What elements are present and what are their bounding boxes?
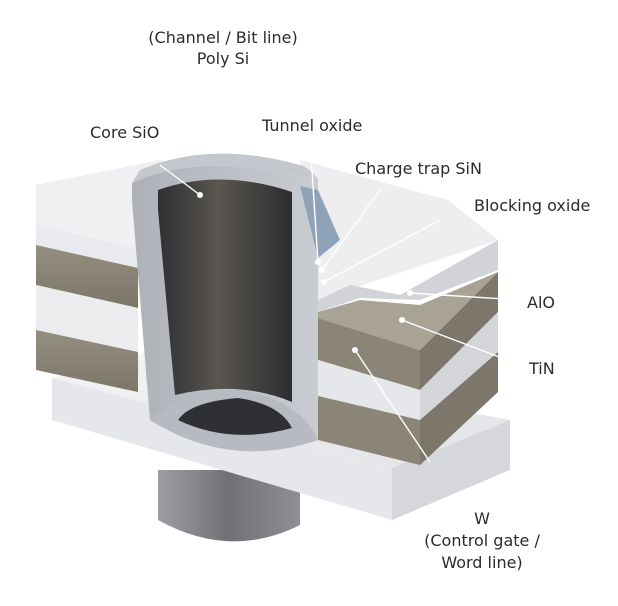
stack-left-white2 [36, 285, 138, 352]
stack-left-gate2 [36, 330, 138, 392]
stack-right-top [300, 160, 498, 300]
pillar-dark-core [158, 179, 292, 402]
leader-w [354, 349, 431, 463]
stack-right-gate1-front [318, 318, 420, 390]
label-charge-trap-sin: Charge trap SiN [355, 159, 482, 178]
leader-lines [159, 139, 521, 463]
base-slab-right [392, 420, 510, 520]
stack-right-white-front [318, 360, 420, 420]
label-alo: AlO [527, 293, 555, 312]
stack-right-gate2-front [318, 396, 420, 465]
label-channel-line2: Poly Si [196, 49, 250, 68]
leader-blocking [323, 219, 441, 283]
pillar-base-hole [178, 398, 292, 435]
pillar-liner [300, 186, 340, 258]
leader-dots [197, 192, 413, 353]
leader-alo [409, 292, 521, 301]
bottom-pillar [158, 470, 300, 542]
label-core-sio: Core SiO [90, 123, 160, 142]
label-tunnel-oxide: Tunnel oxide [262, 116, 363, 135]
label-tin: TiN [529, 359, 555, 378]
leader-charge-trap [321, 189, 381, 271]
label-blocking-oxide: Blocking oxide [474, 196, 591, 215]
leader-tin [401, 319, 521, 366]
base-slab-left [52, 378, 392, 520]
stack-right-gate2-side [420, 352, 498, 465]
label-w-line2: (Control gate / [424, 531, 540, 550]
stack-right-gate1-side [420, 272, 498, 390]
stack-right-white-side [420, 312, 498, 420]
leader-core [159, 164, 201, 196]
stack-left-white1 [36, 225, 138, 268]
label-w-line3: Word line) [441, 553, 523, 572]
stack-left-gate1 [36, 245, 138, 308]
label-channel-line1: (Channel / Bit line) [148, 28, 298, 47]
leader-tunnel [309, 139, 319, 263]
stack-right-tin-top [318, 272, 498, 350]
label-w-line1: W [474, 509, 490, 528]
stack-right-alo [318, 240, 498, 312]
pillar-ring-top [132, 153, 318, 183]
